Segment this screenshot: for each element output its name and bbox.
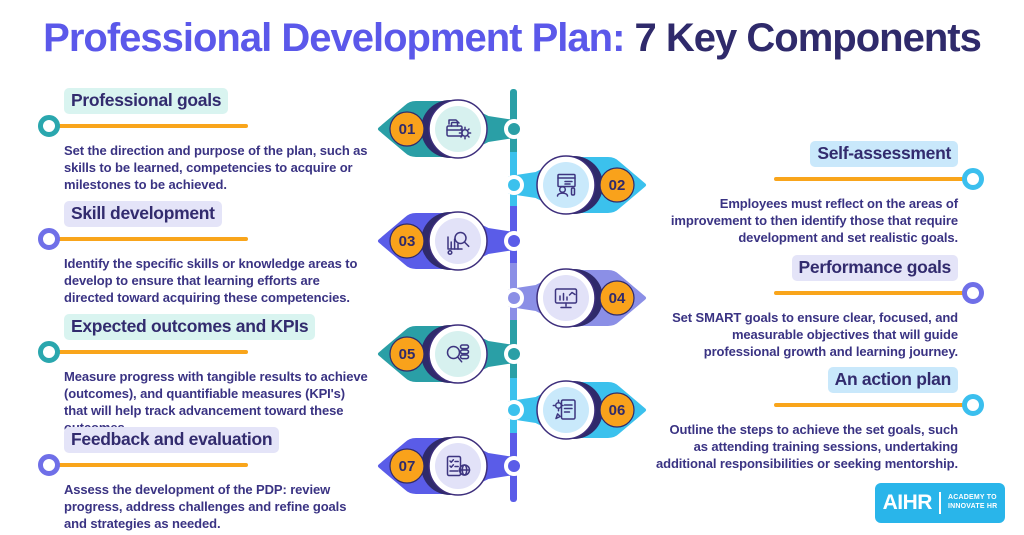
timeline-marker-02: 02 bbox=[508, 155, 646, 215]
timeline-node-icon bbox=[504, 456, 524, 476]
orange-rule bbox=[52, 237, 248, 241]
timeline-marker-03: 03 bbox=[378, 211, 516, 271]
section-performance-goals: Performance goals Set SMART goals to ens… bbox=[654, 255, 984, 360]
number-badge bbox=[389, 111, 425, 147]
section-professional-goals: Professional goals Set the direction and… bbox=[38, 88, 368, 193]
section-heading: Self-assessment bbox=[810, 141, 958, 167]
step-number: 06 bbox=[609, 402, 626, 419]
timeline-marker-04: 04 bbox=[508, 268, 646, 328]
timeline-node-icon bbox=[504, 119, 524, 139]
section-heading: Skill development bbox=[64, 201, 222, 227]
orange-rule bbox=[52, 350, 248, 354]
heading-rule bbox=[654, 168, 984, 190]
orange-rule bbox=[774, 177, 970, 181]
heading-rule bbox=[38, 341, 368, 363]
step-number: 03 bbox=[399, 233, 416, 250]
orange-rule bbox=[52, 463, 248, 467]
step-number: 07 bbox=[399, 458, 416, 475]
person-screen-icon bbox=[556, 173, 576, 197]
section-expected-outcomes: Expected outcomes and KPIs Measure progr… bbox=[38, 314, 368, 437]
bullet-ring-icon bbox=[962, 282, 984, 304]
bullet-ring-icon bbox=[38, 115, 60, 137]
heading-rule bbox=[654, 394, 984, 416]
heading-rule bbox=[654, 282, 984, 304]
number-badge bbox=[389, 448, 425, 484]
timeline-marker-07: 07 bbox=[378, 436, 516, 496]
page-title-main: 7 Key Components bbox=[634, 16, 982, 60]
section-body: Set SMART goals to ensure clear, focused… bbox=[672, 310, 958, 360]
section-heading: Expected outcomes and KPIs bbox=[64, 314, 316, 340]
page-title-accent: Professional Development Plan: bbox=[43, 16, 625, 60]
document-gear-icon bbox=[552, 399, 576, 420]
bullet-ring-icon bbox=[962, 394, 984, 416]
section-body: Identify the specific skills or knowledg… bbox=[64, 256, 358, 306]
heading-rule bbox=[38, 115, 368, 137]
orange-rule bbox=[52, 124, 248, 128]
step-number: 01 bbox=[399, 121, 416, 138]
section-action-plan: An action plan Outline the steps to achi… bbox=[654, 367, 984, 472]
timeline-node-icon bbox=[504, 400, 524, 420]
step-number: 02 bbox=[609, 177, 626, 194]
section-body: Set the direction and purpose of the pla… bbox=[64, 143, 368, 193]
timeline-node-icon bbox=[504, 175, 524, 195]
section-heading: Professional goals bbox=[64, 88, 229, 114]
logo-wordmark: AIHR bbox=[882, 491, 933, 514]
number-badge bbox=[599, 392, 635, 428]
page-title: Professional Development Plan: 7 Key Com… bbox=[0, 16, 1024, 61]
orange-rule bbox=[774, 291, 970, 295]
section-body: Assess the development of the PDP: revie… bbox=[64, 482, 347, 532]
bullet-ring-icon bbox=[38, 341, 60, 363]
checklist-globe-icon bbox=[446, 455, 471, 477]
section-self-assessment: Self-assessment Employees must reflect o… bbox=[654, 141, 984, 246]
section-heading: An action plan bbox=[827, 367, 958, 393]
bullet-ring-icon bbox=[38, 228, 60, 250]
briefcase-gear-icon bbox=[446, 119, 472, 140]
section-feedback-evaluation: Feedback and evaluation Assess the devel… bbox=[38, 427, 368, 532]
logo-divider bbox=[938, 492, 941, 514]
magnifier-database-icon bbox=[446, 344, 470, 363]
logo-tagline: ACADEMY TO INNOVATE HR bbox=[947, 494, 998, 510]
number-badge bbox=[599, 167, 635, 203]
timeline-marker-05: 05 bbox=[378, 324, 516, 384]
section-heading: Feedback and evaluation bbox=[64, 427, 280, 453]
monitor-chart-icon bbox=[554, 288, 578, 309]
aihr-logo: AIHR ACADEMY TO INNOVATE HR bbox=[875, 483, 1005, 523]
number-badge bbox=[599, 280, 635, 316]
timeline-node-icon bbox=[504, 344, 524, 364]
number-badge bbox=[389, 336, 425, 372]
section-body: Outline the steps to achieve the set goa… bbox=[655, 422, 958, 472]
timeline-node-icon bbox=[504, 231, 524, 251]
section-body: Employees must reflect on the areas of i… bbox=[670, 196, 958, 246]
section-heading: Performance goals bbox=[791, 255, 958, 281]
chart-magnifier-icon bbox=[447, 231, 470, 256]
orange-rule bbox=[774, 403, 970, 407]
number-badge bbox=[389, 223, 425, 259]
bullet-ring-icon bbox=[962, 168, 984, 190]
section-skill-development: Skill development Identify the specific … bbox=[38, 201, 368, 306]
step-number: 05 bbox=[399, 346, 416, 363]
bullet-ring-icon bbox=[38, 454, 60, 476]
heading-rule bbox=[38, 228, 368, 250]
step-number: 04 bbox=[609, 290, 626, 307]
heading-rule bbox=[38, 454, 368, 476]
timeline-marker-06: 06 bbox=[508, 380, 646, 440]
timeline-marker-01: 01 bbox=[378, 99, 516, 159]
timeline-node-icon bbox=[504, 288, 524, 308]
